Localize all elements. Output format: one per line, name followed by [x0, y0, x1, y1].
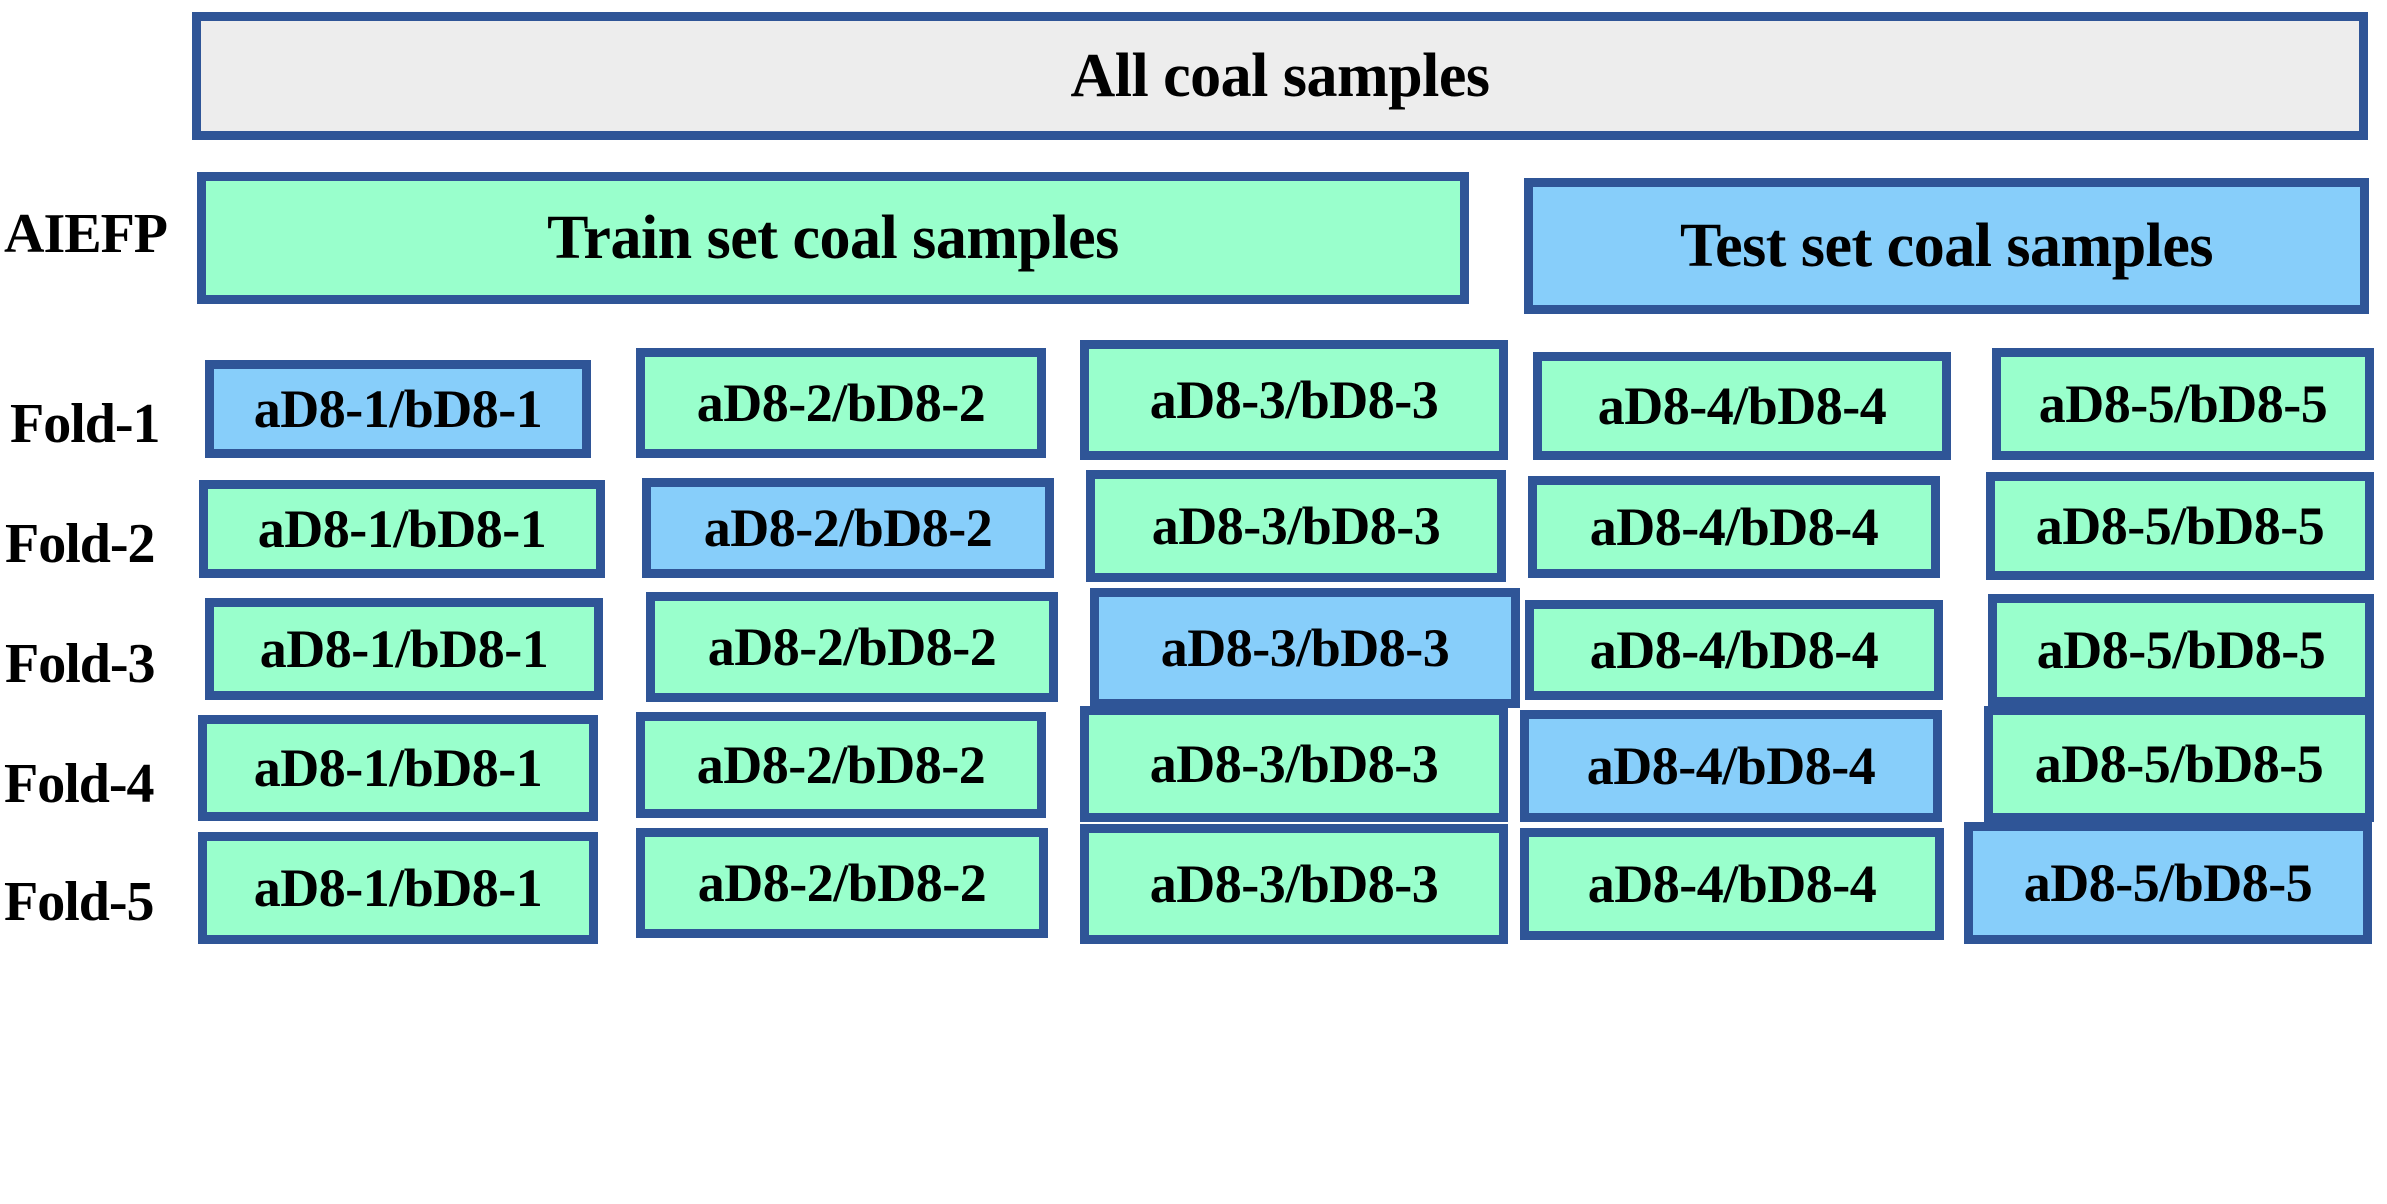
fold-cell-label: aD8-5/bD8-5 [2036, 620, 2326, 680]
fold-cell-label: aD8-3/bD8-3 [1149, 854, 1439, 914]
test-set-label: Test set coal samples [1679, 212, 2214, 280]
fold-cell-label: aD8-1/bD8-1 [259, 619, 549, 679]
train-set-box: Train set coal samples [197, 172, 1469, 304]
fold-row-label-2: Fold-2 [5, 513, 156, 575]
fold-cell-label: aD8-1/bD8-1 [253, 858, 543, 918]
fold-cell-label: aD8-2/bD8-2 [703, 498, 993, 558]
fold-cell-label: aD8-2/bD8-2 [696, 735, 986, 795]
fold-3-cell-4-train: aD8-4/bD8-4 [1525, 600, 1943, 700]
fold-cell-label: aD8-5/bD8-5 [2038, 374, 2328, 434]
fold-row-label-1: Fold-1 [10, 393, 161, 455]
fold-cell-label: aD8-4/bD8-4 [1587, 854, 1877, 914]
train-set-label: Train set coal samples [547, 204, 1119, 272]
fold-cell-label: aD8-4/bD8-4 [1589, 497, 1879, 557]
fold-cell-label: aD8-2/bD8-2 [696, 373, 986, 433]
fold-4-cell-1-train: aD8-1/bD8-1 [198, 715, 598, 821]
fold-1-cell-2-train: aD8-2/bD8-2 [636, 348, 1046, 458]
all-coal-samples-label: All coal samples [1070, 42, 1490, 110]
test-set-box: Test set coal samples [1524, 178, 2369, 314]
fold-cell-label: aD8-1/bD8-1 [257, 499, 547, 559]
fold-5-cell-3-train: aD8-3/bD8-3 [1080, 824, 1508, 944]
fold-row-label-5: Fold-5 [4, 871, 155, 933]
fold-5-cell-5-test: aD8-5/bD8-5 [1964, 822, 2372, 944]
fold-2-cell-2-test: aD8-2/bD8-2 [642, 478, 1054, 578]
fold-1-cell-4-train: aD8-4/bD8-4 [1533, 352, 1951, 460]
fold-1-cell-3-train: aD8-3/bD8-3 [1080, 340, 1508, 460]
fold-cell-label: aD8-2/bD8-2 [697, 853, 987, 913]
fold-row-label-3: Fold-3 [5, 633, 156, 695]
fold-2-cell-3-train: aD8-3/bD8-3 [1086, 470, 1506, 582]
fold-cell-label: aD8-4/bD8-4 [1597, 376, 1887, 436]
fold-4-cell-3-train: aD8-3/bD8-3 [1080, 706, 1508, 822]
fold-cell-label: aD8-3/bD8-3 [1160, 618, 1450, 678]
fold-row-label-4: Fold-4 [4, 753, 155, 815]
fold-cell-label: aD8-4/bD8-4 [1586, 736, 1876, 796]
fold-3-cell-3-test: aD8-3/bD8-3 [1090, 588, 1520, 708]
fold-3-cell-1-train: aD8-1/bD8-1 [205, 598, 603, 700]
fold-cell-label: aD8-5/bD8-5 [2035, 496, 2325, 556]
fold-5-cell-2-train: aD8-2/bD8-2 [636, 828, 1048, 938]
fold-cell-label: aD8-1/bD8-1 [253, 379, 543, 439]
fold-2-cell-1-train: aD8-1/bD8-1 [199, 480, 605, 578]
fold-cell-label: aD8-5/bD8-5 [2023, 853, 2313, 913]
fold-5-cell-1-train: aD8-1/bD8-1 [198, 832, 598, 944]
fold-3-cell-5-train: aD8-5/bD8-5 [1988, 594, 2374, 706]
fold-cell-label: aD8-4/bD8-4 [1589, 620, 1879, 680]
fold-4-cell-4-test: aD8-4/bD8-4 [1520, 710, 1942, 822]
fold-cell-label: aD8-2/bD8-2 [707, 617, 997, 677]
fold-2-cell-5-train: aD8-5/bD8-5 [1986, 472, 2374, 580]
fold-cell-label: aD8-5/bD8-5 [2034, 734, 2324, 794]
fold-4-cell-5-train: aD8-5/bD8-5 [1984, 706, 2374, 822]
fold-cell-label: aD8-3/bD8-3 [1149, 734, 1439, 794]
fold-2-cell-4-train: aD8-4/bD8-4 [1528, 476, 1940, 578]
fold-1-cell-5-train: aD8-5/bD8-5 [1992, 348, 2374, 460]
all-coal-samples-box: All coal samples [192, 12, 2368, 140]
aiefp-label: AIEFP [4, 203, 168, 265]
fold-5-cell-4-train: aD8-4/bD8-4 [1520, 828, 1944, 940]
fold-cell-label: aD8-3/bD8-3 [1151, 496, 1441, 556]
fold-cell-label: aD8-3/bD8-3 [1149, 370, 1439, 430]
fold-1-cell-1-test: aD8-1/bD8-1 [205, 360, 591, 458]
fold-3-cell-2-train: aD8-2/bD8-2 [646, 592, 1058, 702]
fold-cell-label: aD8-1/bD8-1 [253, 738, 543, 798]
fold-4-cell-2-train: aD8-2/bD8-2 [636, 712, 1046, 818]
